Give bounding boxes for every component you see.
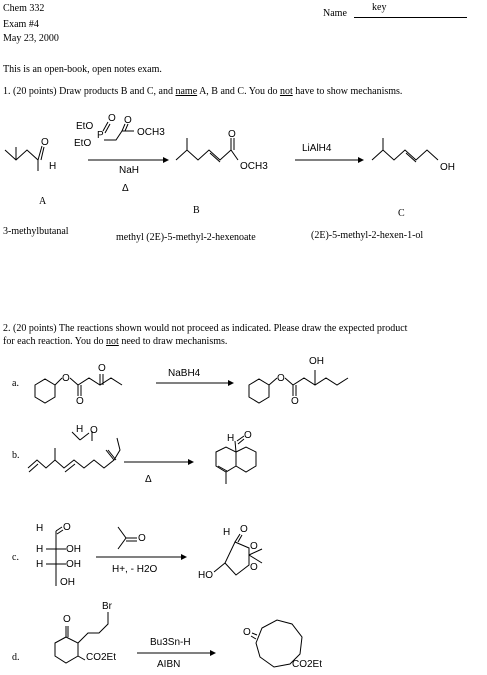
part-a-label: a. (12, 378, 19, 389)
part-b-label: b. (12, 450, 20, 461)
ester-och3: OCH3 (240, 161, 268, 172)
q2a-product-carbonyl-o: O (291, 396, 299, 407)
q2a-product-ester-o: O (277, 373, 285, 384)
phosphonate-reagent-structure (102, 121, 134, 141)
q2c-aldehyde-h: H (36, 523, 44, 534)
name-line (354, 17, 467, 18)
q2c-oh-2: OH (66, 559, 81, 570)
q2d-product-ester: CO2Et (292, 659, 323, 670)
aldehyde-h-atom: H (49, 161, 57, 172)
q2c-aldehyde-o: O (63, 522, 71, 533)
exam-instructions: This is an open-book, open notes exam. (3, 64, 162, 75)
aldehyde-o-atom: O (41, 137, 49, 148)
q2c-reactant-structure (46, 526, 66, 586)
reagent-acid: H+, - H2O (112, 564, 158, 575)
q2d-ketone-o: O (63, 614, 71, 625)
q2a-ester-o: O (62, 373, 70, 384)
phosphonate-o-atom: O (108, 113, 116, 124)
q2d-product-structure (250, 619, 303, 668)
name-b: methyl (2E)-5-methyl-2-hexenoate (116, 232, 256, 243)
q2c-product-structure (213, 533, 263, 576)
q2c-ring-o-2: O (250, 562, 258, 573)
q2c-ring-o-1: O (250, 541, 258, 552)
q2a-reactant-structure (34, 374, 123, 404)
reagent-nah: NaH (119, 165, 140, 176)
exam-number: Exam #4 (3, 19, 39, 30)
q2c-product-o: O (240, 524, 248, 535)
q2c-product-h: H (223, 527, 231, 538)
name-value: key (372, 2, 387, 13)
q2c-oh-3: OH (60, 577, 75, 588)
q2d-product-o: O (243, 627, 251, 638)
course-title: Chem 332 (3, 3, 45, 14)
part-d-label: d. (12, 652, 20, 663)
q2b-product-o: O (244, 430, 252, 441)
compound-a-structure (4, 145, 45, 171)
q2d-ester: CO2Et (86, 652, 117, 663)
question-2-line-1: 2. (20 points) The reactions shown would… (3, 323, 408, 334)
phosphonate-carbonyl-o: O (124, 115, 132, 126)
q2b-product-structure (215, 435, 257, 484)
q2d-reactant-structure (54, 612, 109, 664)
label-b: B (193, 205, 200, 216)
part-c-label: c. (12, 552, 19, 563)
name-a: 3-methylbutanal (3, 226, 69, 237)
phosphonate-eto-1: EtO (76, 121, 94, 132)
reagent-aibn: AIBN (157, 659, 181, 670)
reagent-tributyltin-hydride: Bu3Sn-H (150, 637, 191, 648)
reaction-arrows (88, 157, 364, 656)
reagent-lialh4: LiAlH4 (302, 143, 332, 154)
q2a-carbonyl-o: O (76, 396, 84, 407)
q2d-bromine: Br (102, 601, 112, 612)
phosphonate-och3: OCH3 (137, 127, 165, 138)
ester-o-atom: O (228, 129, 236, 140)
acetone-o: O (138, 533, 146, 544)
q2b-product-h: H (227, 433, 235, 444)
label-a: A (39, 196, 47, 207)
phosphonate-eto-2: EtO (74, 138, 92, 149)
q2a-ketone-o: O (98, 363, 106, 374)
q2c-h-1: H (36, 544, 44, 555)
acetone-structure (117, 526, 137, 550)
heat-symbol-1: Δ (122, 183, 129, 194)
compound-c-structure (371, 138, 439, 163)
name-label: Name (323, 8, 347, 19)
alcohol-oh: OH (440, 162, 455, 173)
question-1-text: 1. (20 points) Draw products B and C, an… (3, 86, 403, 97)
exam-date: May 23, 2000 (3, 33, 59, 44)
q2a-product-oh: OH (309, 356, 324, 367)
q2b-reactant-structure (27, 431, 121, 473)
reagent-nabh4: NaBH4 (168, 368, 201, 379)
q2b-aldehyde-h: H (76, 424, 84, 435)
heat-symbol-2: Δ (145, 474, 152, 485)
q2b-aldehyde-o: O (90, 425, 98, 436)
name-c: (2E)-5-methyl-2-hexen-1-ol (311, 230, 424, 241)
q2c-product-ho: HO (198, 570, 213, 581)
q2a-product-structure (248, 370, 349, 404)
phosphonate-p-atom: P (97, 130, 104, 141)
question-2-line-2: for each reaction. You do not need to dr… (3, 336, 228, 347)
q2c-h-2: H (36, 559, 44, 570)
label-c: C (398, 208, 405, 219)
compound-b-structure (175, 138, 239, 163)
q2c-oh-1: OH (66, 544, 81, 555)
